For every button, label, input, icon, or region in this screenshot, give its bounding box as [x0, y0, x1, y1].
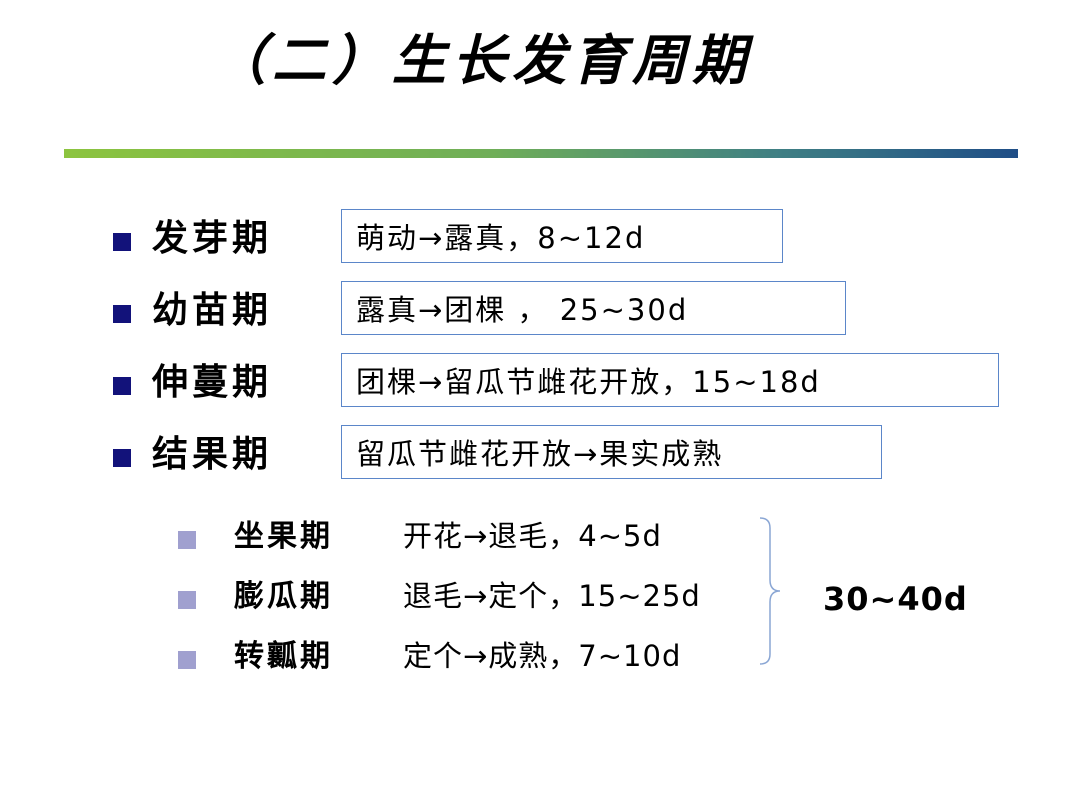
sub-stage-item-fruit-set: 坐果期 开花→退毛，4~5d	[0, 517, 780, 567]
stage-label: 幼苗期	[152, 289, 273, 331]
stage-item-germination: 发芽期 萌动→露真，8~12d	[0, 209, 1080, 265]
sub-stage-item-fruit-expansion: 膨瓜期 退毛→定个，15~25d	[0, 577, 780, 627]
stage-item-seedling: 幼苗期 露真→团棵 ， 25~30d	[0, 281, 1080, 337]
stage-label: 伸蔓期	[152, 361, 273, 403]
stage-item-vine-growth: 伸蔓期 团棵→留瓜节雌花开放，15~18d	[0, 353, 1080, 409]
stage-description-box: 留瓜节雌花开放→果实成熟	[341, 425, 882, 479]
square-bullet-icon	[113, 233, 131, 251]
sub-stage-label: 膨瓜期	[234, 579, 333, 614]
square-bullet-icon	[178, 651, 196, 669]
title-divider-bar	[64, 149, 1018, 158]
square-bullet-icon	[113, 377, 131, 395]
square-bullet-icon	[178, 531, 196, 549]
stage-description-box: 萌动→露真，8~12d	[341, 209, 783, 263]
sub-stage-description: 开花→退毛，4~5d	[403, 519, 662, 553]
square-bullet-icon	[178, 591, 196, 609]
sub-stage-label: 转瓤期	[234, 639, 333, 674]
right-brace-icon	[759, 517, 781, 665]
sub-stage-item-ripening: 转瓤期 定个→成熟，7~10d	[0, 637, 780, 687]
sub-stage-label: 坐果期	[234, 519, 333, 554]
sub-stage-total-duration: 30~40d	[823, 580, 968, 618]
sub-stage-description: 退毛→定个，15~25d	[403, 579, 701, 613]
stage-description-box: 露真→团棵 ， 25~30d	[341, 281, 846, 335]
square-bullet-icon	[113, 449, 131, 467]
square-bullet-icon	[113, 305, 131, 323]
sub-stage-description: 定个→成熟，7~10d	[403, 639, 682, 673]
page-title: （二）生长发育周期	[212, 29, 752, 92]
stage-label: 结果期	[152, 433, 273, 475]
stage-item-fruiting: 结果期 留瓜节雌花开放→果实成熟	[0, 425, 1080, 481]
stage-label: 发芽期	[152, 217, 273, 259]
stage-description-box: 团棵→留瓜节雌花开放，15~18d	[341, 353, 999, 407]
